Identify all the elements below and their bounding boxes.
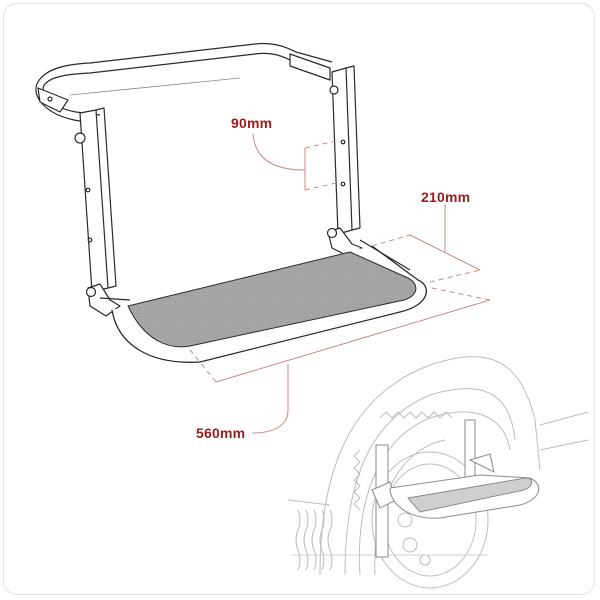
dimension-lines (189, 133, 491, 434)
dimension-label-210mm: 210mm (421, 189, 471, 205)
main-step (35, 42, 427, 363)
dimension-label-560mm: 560mm (196, 425, 246, 441)
dimension-label-90mm: 90mm (231, 115, 273, 131)
vehicle-inset (287, 356, 589, 589)
inset-step (371, 419, 540, 558)
